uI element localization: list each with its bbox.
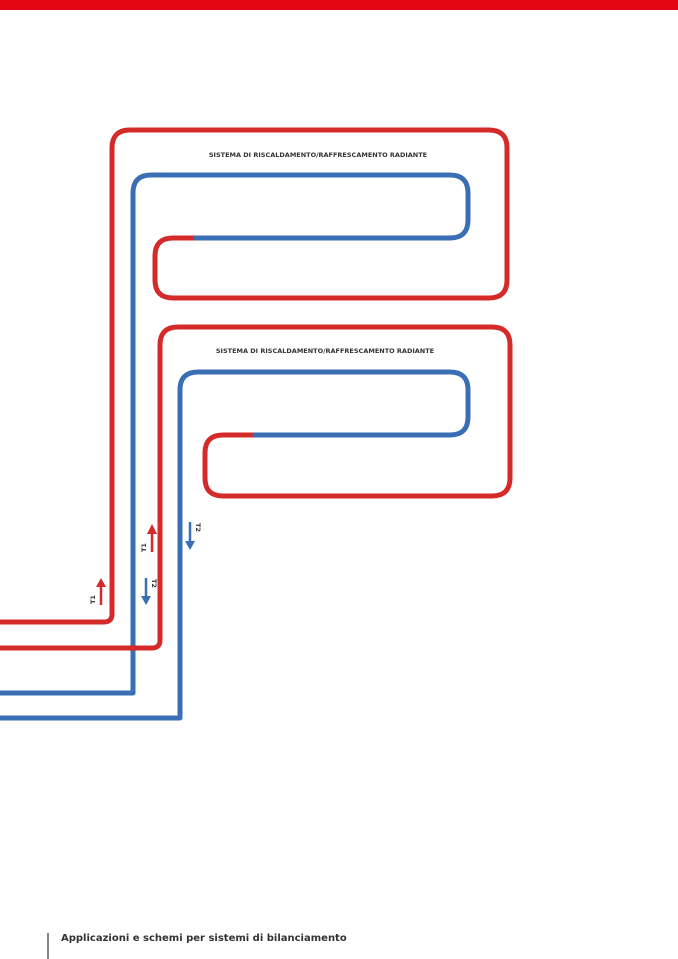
arrow-t1-a: T1 — [89, 578, 106, 605]
footer-divider — [47, 933, 49, 959]
arrow-up-icon — [147, 524, 157, 534]
return-pipe-1 — [0, 172, 471, 696]
supply-pipe-1 — [0, 127, 510, 625]
svg-text:T1: T1 — [140, 543, 148, 552]
system-label-1: SISTEMA DI RISCALDAMENTO/RAFFRESCAMENTO … — [209, 151, 427, 159]
footer-title: Applicazioni e schemi per sistemi di bil… — [61, 933, 347, 944]
brand-top-bar — [0, 0, 678, 10]
arrow-t1-b: T1 — [140, 524, 157, 552]
return-pipe-2 — [0, 369, 471, 721]
svg-text:T2: T2 — [150, 579, 158, 588]
arrow-t2-b: T2 — [185, 522, 202, 550]
arrow-t2-a: T2 — [141, 578, 158, 605]
arrow-down-icon — [185, 541, 195, 550]
svg-text:T2: T2 — [194, 523, 202, 532]
arrow-up-icon — [96, 578, 106, 587]
svg-text:T1: T1 — [89, 595, 97, 604]
system-label-2: SISTEMA DI RISCALDAMENTO/RAFFRESCAMENTO … — [216, 347, 434, 355]
supply-pipe-2 — [0, 324, 513, 651]
arrow-down-icon — [141, 596, 151, 605]
